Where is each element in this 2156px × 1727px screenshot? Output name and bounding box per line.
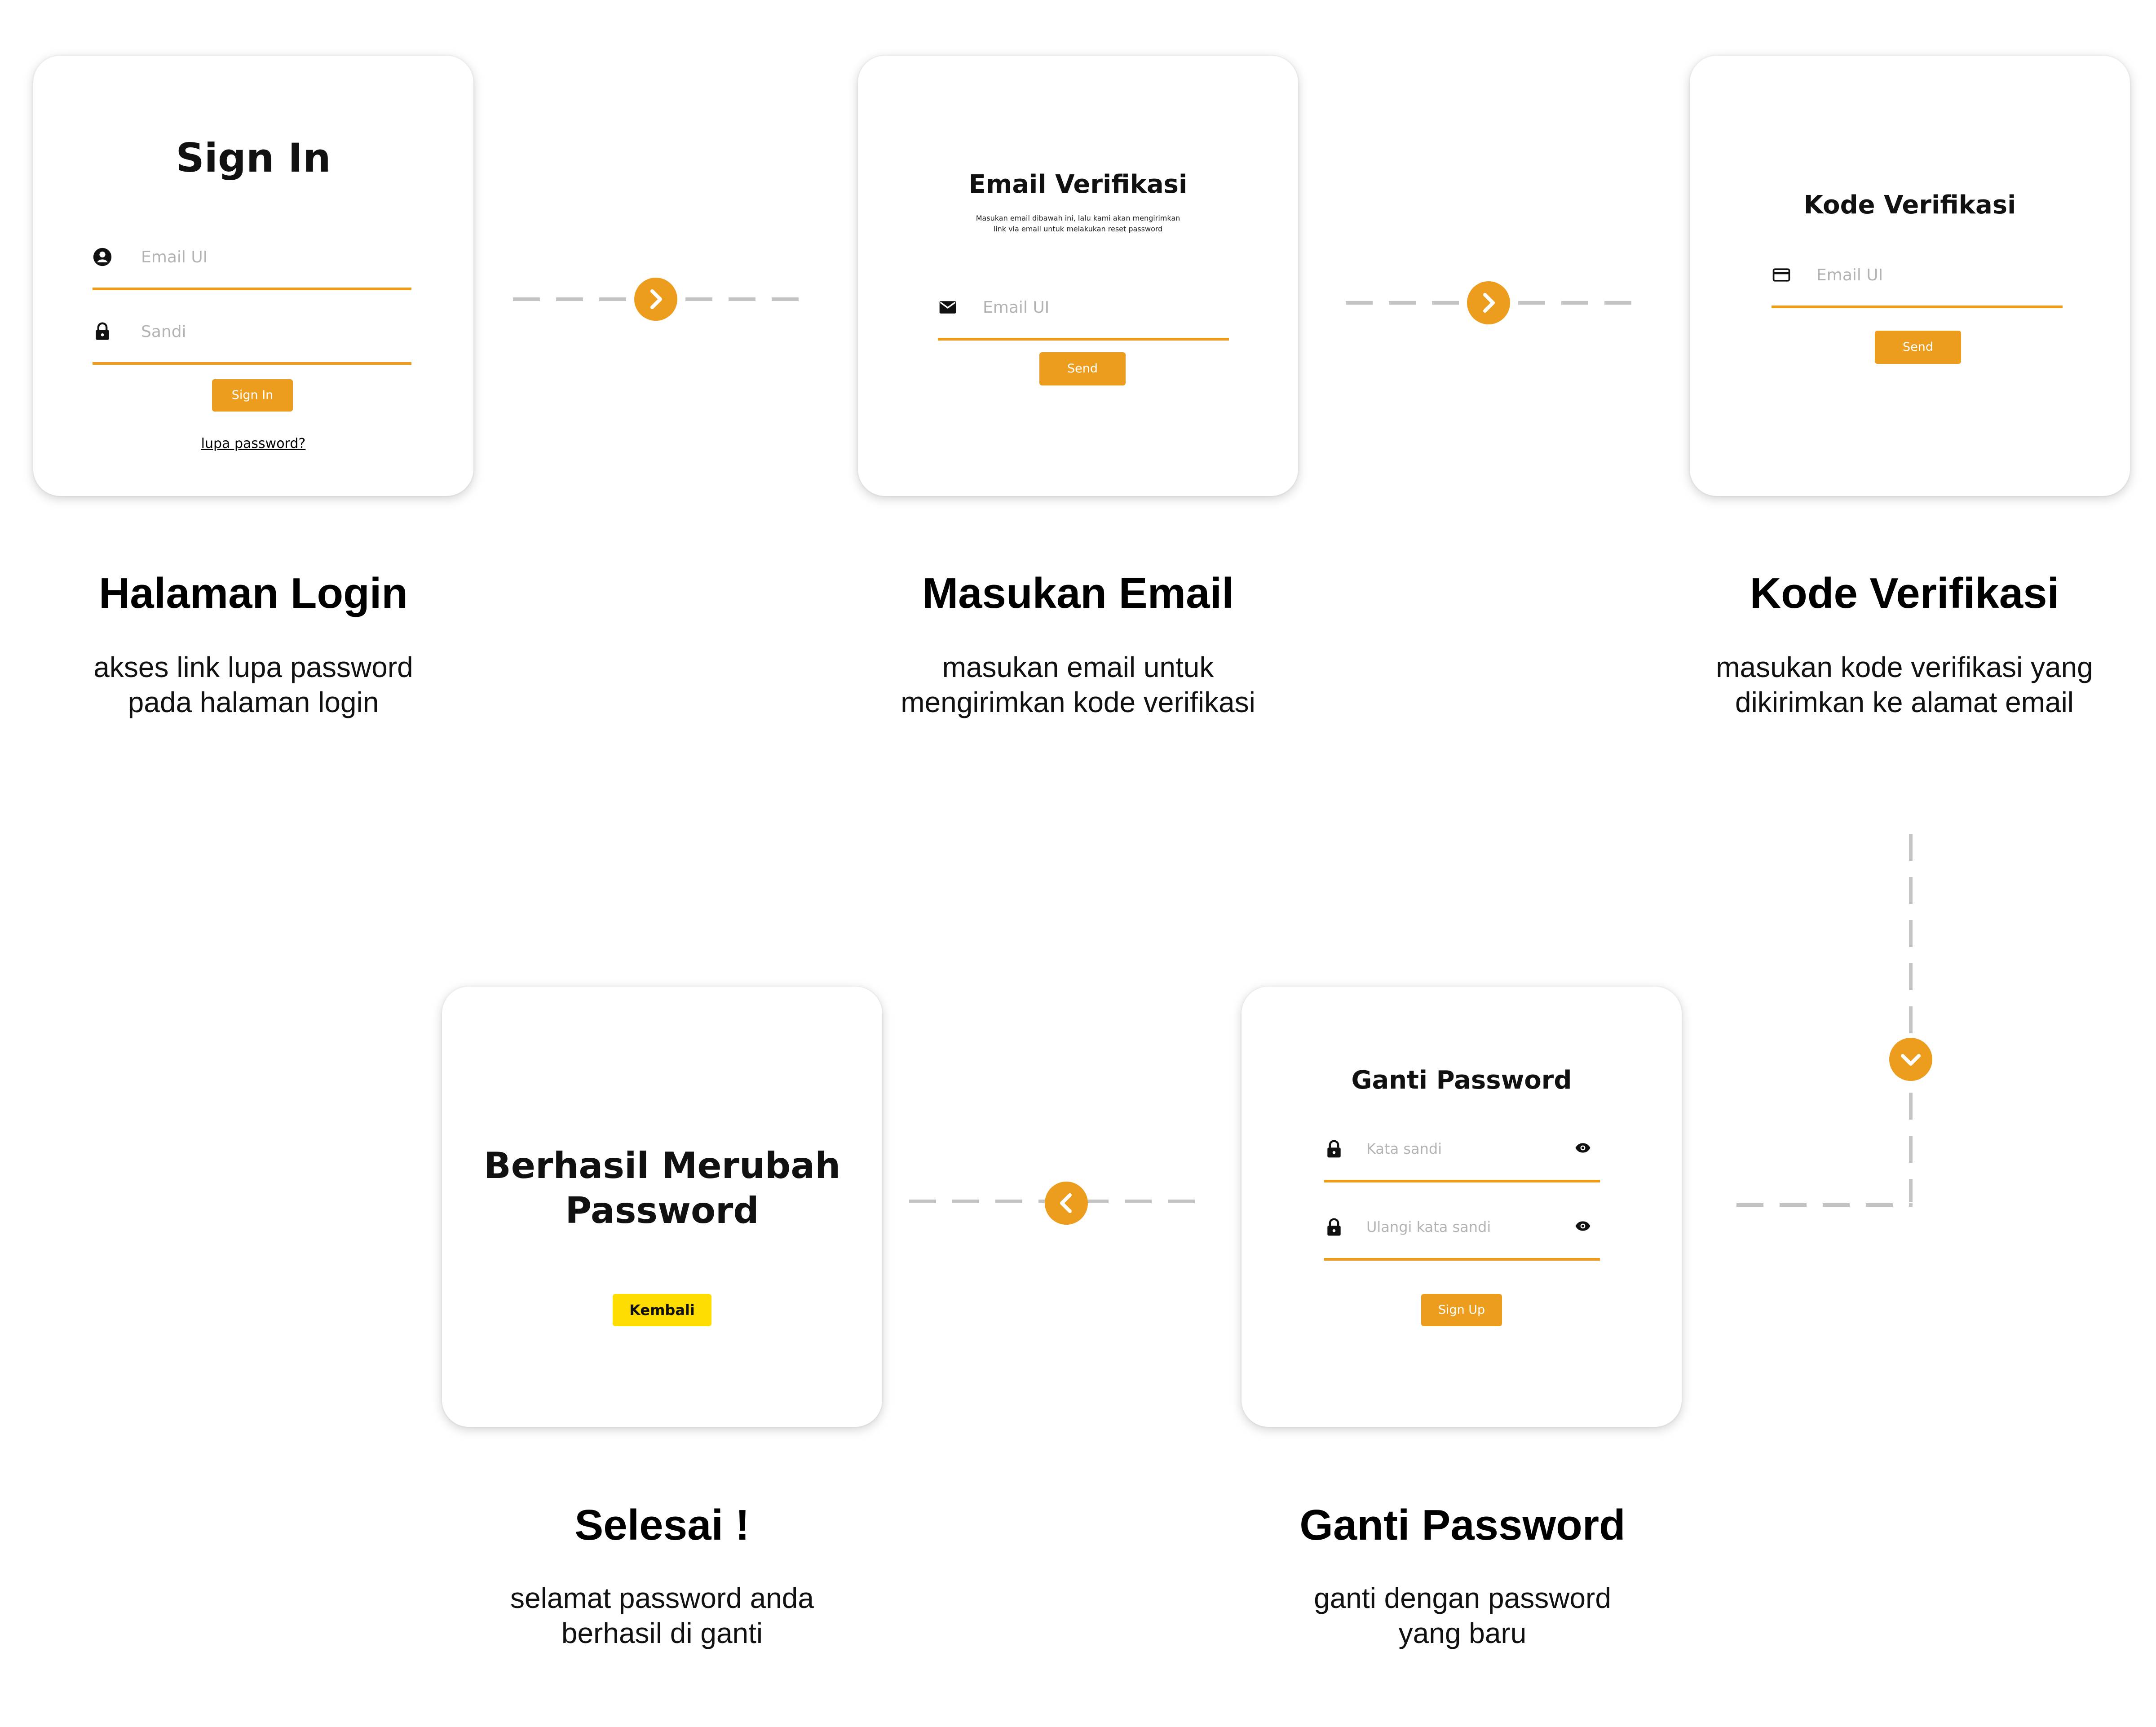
step-email-title: Masukan Email xyxy=(922,569,1234,617)
account-circle-icon xyxy=(93,248,112,266)
step-code-title: Kode Verifikasi xyxy=(1750,569,2059,617)
step-code-desc-line2: dikirimkan ke alamat email xyxy=(1735,686,2074,718)
code-verification-card: Kode Verifikasi Email UI Send xyxy=(1690,56,2130,496)
change-password-card: Ganti Password Kata sandi Ulangi kata sa… xyxy=(1241,987,1682,1427)
lock-icon xyxy=(1327,1218,1341,1236)
chevron-right-icon xyxy=(650,289,662,309)
step-change-desc-line2: yang baru xyxy=(1398,1617,1527,1649)
confirm-password-placeholder: Ulangi kata sandi xyxy=(1366,1218,1491,1235)
lock-icon xyxy=(96,322,109,340)
email-verification-subtitle-line2: link via email untuk melakukan reset pas… xyxy=(993,225,1163,233)
eye-icon[interactable] xyxy=(1575,1219,1591,1233)
signin-email-field[interactable]: Email UI xyxy=(93,238,411,290)
email-placeholder: Email UI xyxy=(983,298,1050,317)
email-field[interactable]: Email UI xyxy=(938,288,1229,341)
flow-next-button[interactable] xyxy=(634,278,677,321)
lock-icon xyxy=(1327,1140,1341,1158)
flow-connector-dashes xyxy=(1736,1203,1913,1207)
success-card: Berhasil Merubah Password Kembali xyxy=(442,987,882,1427)
flow-down-button[interactable] xyxy=(1889,1038,1932,1081)
confirm-password-field[interactable]: Ulangi kata sandi xyxy=(1324,1209,1600,1261)
step-done-desc-line2: berhasil di ganti xyxy=(561,1617,763,1649)
step-login-desc-line1: akses link lupa password xyxy=(93,651,413,683)
code-field[interactable]: Email UI xyxy=(1772,256,2063,308)
email-send-button[interactable]: Send xyxy=(1039,352,1126,385)
success-title-line2: Password xyxy=(565,1190,759,1231)
chevron-down-icon xyxy=(1901,1054,1921,1066)
email-verification-subtitle-line1: Masukan email dibawah ini, lalu kami aka… xyxy=(976,214,1180,222)
signup-button[interactable]: Sign Up xyxy=(1421,1294,1502,1326)
new-password-field[interactable]: Kata sandi xyxy=(1324,1130,1600,1182)
eye-icon[interactable] xyxy=(1575,1141,1591,1155)
change-password-title: Ganti Password xyxy=(1351,1066,1572,1095)
forgot-password-link[interactable]: lupa password? xyxy=(201,436,306,452)
signin-password-field[interactable]: Sandi xyxy=(93,313,411,365)
email-verification-card: Email Verifikasi Masukan email dibawah i… xyxy=(858,56,1298,496)
flow-connector-dashes-vertical xyxy=(1909,834,1913,1202)
code-placeholder: Email UI xyxy=(1816,266,1883,284)
flow-next-button[interactable] xyxy=(1467,281,1510,324)
email-verification-title: Email Verifikasi xyxy=(968,170,1188,199)
step-change-desc-line1: ganti dengan password xyxy=(1314,1582,1611,1614)
step-email-desc-line1: masukan email untuk xyxy=(942,651,1214,683)
chevron-left-icon xyxy=(1060,1193,1072,1213)
credit-card-icon xyxy=(1772,268,1790,282)
step-change-title: Ganti Password xyxy=(1299,1501,1626,1549)
step-login-title: Halaman Login xyxy=(98,569,408,617)
code-verification-title: Kode Verifikasi xyxy=(1803,190,2016,220)
mail-icon xyxy=(939,301,956,314)
chevron-right-icon xyxy=(1483,293,1495,313)
new-password-placeholder: Kata sandi xyxy=(1366,1140,1442,1157)
step-email-desc-line2: mengirimkan kode verifikasi xyxy=(901,686,1255,718)
signin-button[interactable]: Sign In xyxy=(212,379,293,412)
step-done-desc-line1: selamat password anda xyxy=(510,1582,814,1614)
code-send-button[interactable]: Send xyxy=(1875,331,1961,364)
signin-card: Sign In Email UI Sandi Sign In lupa pass… xyxy=(33,56,473,496)
signin-password-placeholder: Sandi xyxy=(141,323,186,341)
step-code-desc-line1: masukan kode verifikasi yang xyxy=(1716,651,2093,683)
step-login-desc-line2: pada halaman login xyxy=(128,686,379,718)
success-title-line1: Berhasil Merubah xyxy=(483,1145,841,1187)
flow-back-button[interactable] xyxy=(1045,1182,1088,1225)
signin-title: Sign In xyxy=(176,135,331,181)
back-button[interactable]: Kembali xyxy=(613,1294,711,1326)
signin-email-placeholder: Email UI xyxy=(141,248,208,266)
step-done-title: Selesai ! xyxy=(574,1501,750,1549)
